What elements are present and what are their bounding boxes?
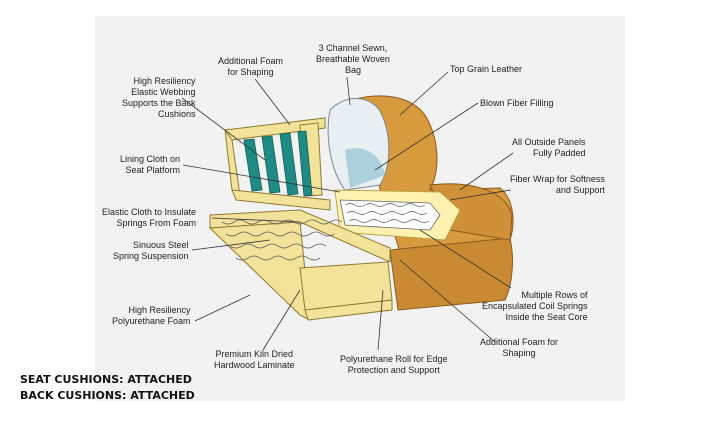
seat-cushion-status: SEAT CUSHIONS: ATTACHED (20, 373, 192, 386)
back-cushion-status: BACK CUSHIONS: ATTACHED (20, 389, 195, 402)
leather-seat-front (389, 237, 513, 311)
coil-spring-lines (344, 203, 430, 223)
leader-lines (181, 71, 514, 351)
label-three-channel-bag: 3 Channel Sewn, Breathable Woven Bag (316, 43, 390, 75)
label-blown-fiber: Blown Fiber Filling (480, 98, 554, 108)
label-additional-foam-shaping-top: Additional Foam for Shaping (218, 56, 284, 77)
wood-frame (208, 117, 393, 321)
blown-fiber-fill (345, 148, 385, 188)
label-elastic-webbing: High Resiliency Elastic Webbing Supports… (122, 76, 196, 119)
label-kiln-dried: Premium Kiln Dried Hardwood Laminate (214, 349, 295, 370)
elastic-webbing (243, 130, 313, 197)
label-lining-cloth: Lining Cloth on Seat Platform (120, 154, 181, 175)
label-outside-panels: All Outside Panels Fully Padded (512, 137, 586, 158)
label-elastic-cloth: Elastic Cloth to Insulate Springs From F… (102, 207, 197, 228)
label-additional-foam-shaping-bottom: Additional Foam for Shaping (480, 337, 559, 358)
label-top-grain-leather: Top Grain Leather (450, 64, 523, 74)
label-poly-roll: Polyurethane Roll for Edge Protection an… (340, 354, 448, 375)
sinuous-springs (221, 219, 343, 261)
label-coil-springs: Multiple Rows of Encapsulated Coil Sprin… (482, 290, 588, 322)
coil-springs (339, 199, 441, 231)
label-sinuous-steel: Sinuous Steel Spring Suspension (113, 240, 189, 261)
label-hr-foam: High Resiliency Polyurethane Foam (112, 305, 191, 326)
label-fiber-wrap: Fiber Wrap for Softness and Support (510, 174, 605, 195)
